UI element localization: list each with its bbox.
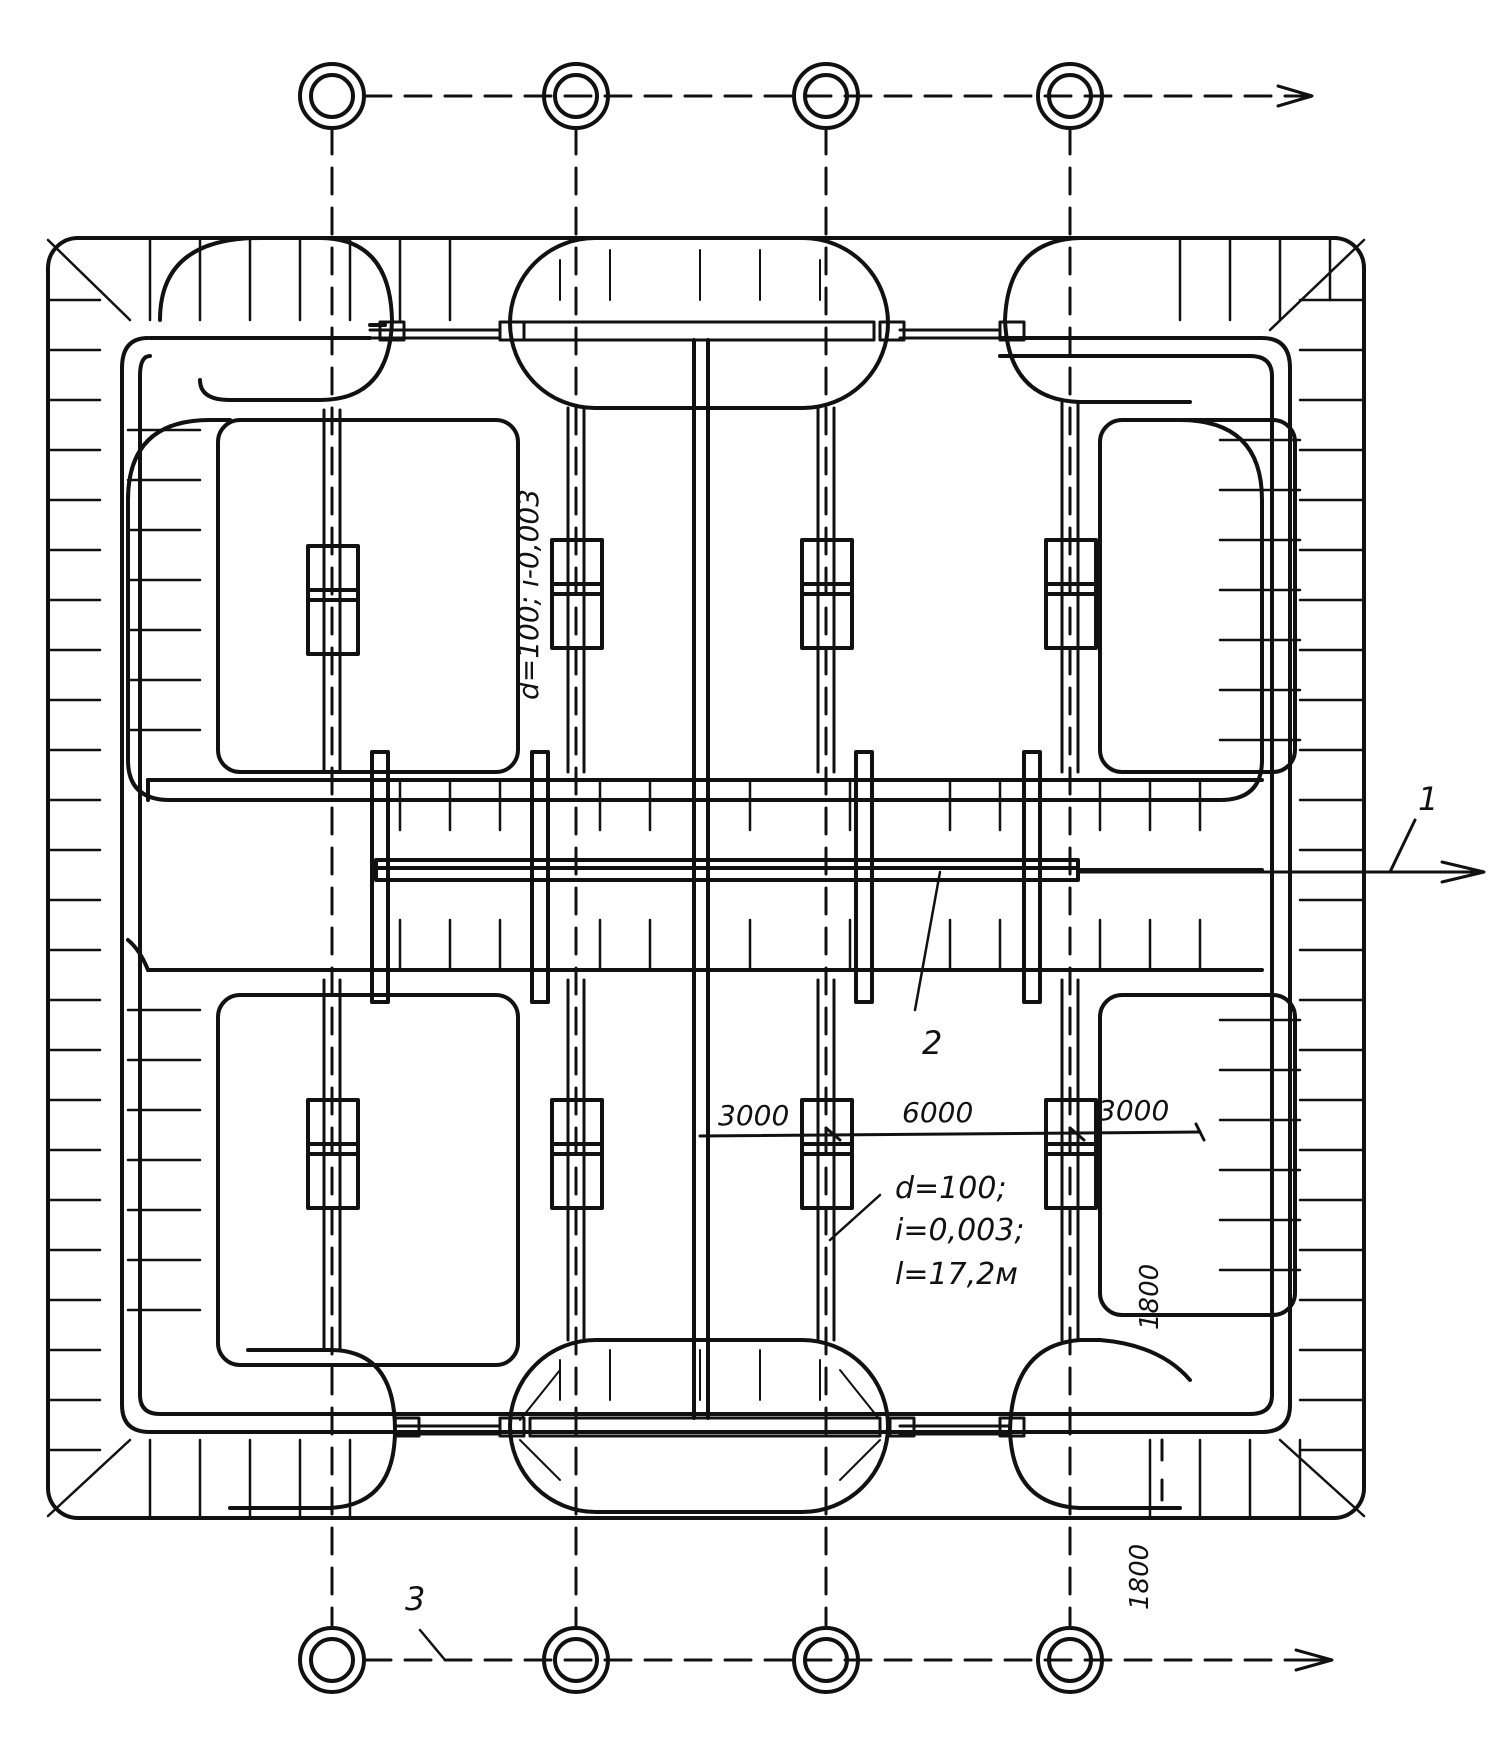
inlet-arrow xyxy=(1076,818,1486,884)
pipe-spec-lower-i: i=0,003; xyxy=(895,1213,1024,1248)
perimeter-drain-pipe xyxy=(120,336,1292,1434)
callout-1: 1 xyxy=(1418,780,1438,818)
footing-connectors xyxy=(368,320,1026,1438)
hatching-cross xyxy=(398,778,1202,972)
dimension-lines xyxy=(698,1122,1206,1502)
column-markers-bottom xyxy=(298,1626,1104,1694)
dimension-left: 3000 xyxy=(718,1099,789,1132)
cross-gallery xyxy=(126,778,1264,972)
hatching-left xyxy=(46,298,202,1452)
inner-bays xyxy=(216,418,1297,1367)
pipe-spec-lower-d: d=100; xyxy=(895,1171,1007,1206)
footing-pads xyxy=(158,236,1192,1514)
pipe-spec-upper: d=100; i-0,003 xyxy=(512,489,545,700)
hatching-bottom xyxy=(46,1438,1366,1520)
pad-hatching xyxy=(519,249,881,1481)
axis-arrows xyxy=(1276,84,1334,1672)
pipe-sleeves xyxy=(370,750,1042,1004)
column-markers-top xyxy=(298,62,1104,130)
hatching-top xyxy=(46,236,1366,332)
inspection-blocks xyxy=(306,538,1098,1210)
dimension-vertical-outer: 1800 xyxy=(1125,1544,1155,1610)
callout-3: 3 xyxy=(405,1580,425,1618)
dimension-vertical-inner: 1800 xyxy=(1135,1264,1165,1330)
hatching-right xyxy=(1218,298,1366,1452)
pipe-spec-lower-l: l=17,2м xyxy=(895,1257,1018,1292)
axis-grid xyxy=(330,94,1302,1662)
leaders xyxy=(418,870,942,1662)
dimension-right: 3000 xyxy=(1098,1094,1169,1127)
branch-drains-vertical xyxy=(322,400,1080,1352)
callout-2: 2 xyxy=(922,1024,942,1062)
dimension-middle: 6000 xyxy=(902,1096,973,1129)
